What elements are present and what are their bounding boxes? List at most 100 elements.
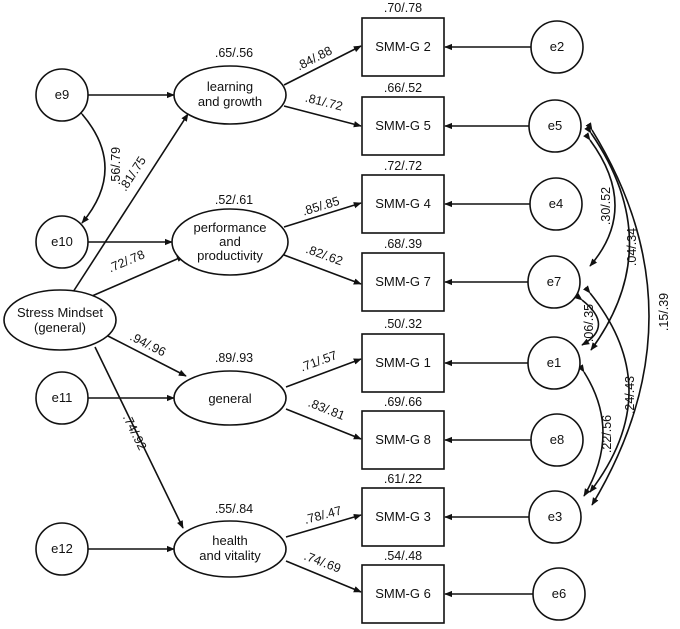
indicator-box-smm5 <box>361 96 445 156</box>
error-circle-e2 <box>530 20 584 74</box>
error-terms <box>35 20 586 621</box>
loading-stress-health: .74/.92 <box>120 412 149 453</box>
node-label-e12: e12 <box>51 541 73 556</box>
latent-ellipse-general <box>173 370 287 426</box>
error-circle-e7 <box>527 255 581 309</box>
cov-label-e5-e1: .04/.34 <box>625 228 639 266</box>
r2-smm2: .70/.78 <box>384 1 422 15</box>
structural-paths <box>72 113 189 529</box>
path-stress-performance <box>91 255 185 297</box>
indicator-box-smm3 <box>361 487 445 547</box>
node-label-smm1: SMM-G 1 <box>375 355 431 370</box>
cov-label-e5-e7: .30/.52 <box>599 187 613 225</box>
cov-label-e7-e3: .24/.43 <box>623 376 637 414</box>
error-circle-e1 <box>527 336 581 390</box>
path-performance-smm4 <box>283 202 362 228</box>
loading-paths <box>283 45 362 593</box>
path-stress-health <box>94 346 184 529</box>
loading-stress-general: .94/.96 <box>128 330 168 360</box>
loading-health-smm6: .74/.69 <box>302 549 343 576</box>
cov-label-e5-e3: .15/.39 <box>657 293 671 331</box>
indicator-box-smm6 <box>361 564 445 624</box>
error-circle-e9 <box>35 68 89 122</box>
indicator-box-smm8 <box>361 410 445 470</box>
node-label-e4: e4 <box>549 196 563 211</box>
error-circle-e10 <box>35 215 89 269</box>
error-circle-e11 <box>35 371 89 425</box>
latent-ellipse-health <box>173 520 287 578</box>
node-label-e6: e6 <box>552 586 566 601</box>
cov-label-e7-e1: .06/.35 <box>582 304 596 342</box>
covariance-arcs <box>74 106 650 506</box>
residual-paths-indicators <box>444 43 533 598</box>
path-general-smm8 <box>285 408 362 440</box>
node-label-e3: e3 <box>548 509 562 524</box>
node-label-smm6: SMM-G 6 <box>375 586 431 601</box>
r2-smm3: .61/.22 <box>384 472 422 486</box>
cov-e5-e3 <box>585 122 650 506</box>
node-label-smm2: SMM-G 2 <box>375 39 431 54</box>
error-circle-e12 <box>35 522 89 576</box>
path-learning-smm5 <box>283 105 362 128</box>
node-label-smm4: SMM-G 4 <box>375 196 431 211</box>
r2-health: .55/.84 <box>215 502 253 516</box>
r2-smm1: .50/.32 <box>384 317 422 331</box>
r-squared-labels: .65/.56 .52/.61 .89/.93 .55/.84 .70/.78 … <box>215 1 422 563</box>
cov-e5-e7 <box>583 132 616 267</box>
loading-learning-smm5: .81/.72 <box>304 91 345 114</box>
node-label-e2: e2 <box>550 39 564 54</box>
node-label-stress: Stress Mindset(general) <box>17 305 103 335</box>
path-learning-smm2 <box>283 45 362 86</box>
path-stress-learning <box>72 113 189 293</box>
node-label-e11: e11 <box>52 390 73 405</box>
node-label-e7: e7 <box>547 274 561 289</box>
cov-e9-e10 <box>74 106 106 224</box>
latent-ellipse-stress <box>3 289 117 351</box>
node-label-smm5: SMM-G 5 <box>375 118 431 133</box>
node-label-e8: e8 <box>550 432 564 447</box>
path-health-smm3 <box>285 513 362 538</box>
path-stress-general <box>105 334 187 377</box>
error-circle-e4 <box>529 177 583 231</box>
node-label-general: general <box>208 391 251 406</box>
r2-smm6: .54/.48 <box>384 549 422 563</box>
node-label-e1: e1 <box>547 355 561 370</box>
node-label-smm8: SMM-G 8 <box>375 432 431 447</box>
cov-e5-e1 <box>584 125 631 351</box>
r2-general: .89/.93 <box>215 351 253 365</box>
cov-label-e9-e10: .56/.79 <box>109 147 123 185</box>
loading-stress-performance: .72/.78 <box>106 247 147 275</box>
node-label-e9: e9 <box>55 87 69 102</box>
indicator-box-smm7 <box>361 252 445 312</box>
observed-indicators <box>361 17 445 624</box>
r2-performance: .52/.61 <box>215 193 253 207</box>
indicator-box-smm1 <box>361 333 445 393</box>
r2-smm4: .72/.72 <box>384 159 422 173</box>
node-label-smm3: SMM-G 3 <box>375 509 431 524</box>
error-circle-e5 <box>528 99 582 153</box>
cov-e7-e3 <box>582 285 630 493</box>
error-circle-e6 <box>532 567 586 621</box>
path-health-smm6 <box>285 560 362 593</box>
cov-e1-e3 <box>577 364 604 497</box>
latent-factors <box>3 65 289 578</box>
residual-paths-latent <box>88 91 175 553</box>
path-general-smm1 <box>285 358 362 388</box>
indicator-box-smm4 <box>361 174 445 234</box>
node-label-e5: e5 <box>548 118 562 133</box>
path-performance-smm7 <box>283 254 362 285</box>
node-label-smm7: SMM-G 7 <box>375 274 431 289</box>
loading-general-smm1: .71/.57 <box>298 348 339 374</box>
error-circle-e3 <box>528 490 582 544</box>
r2-smm8: .69/.66 <box>384 395 422 409</box>
loading-health-smm3: .78/.47 <box>303 503 344 526</box>
covariance-labels: .56/.79 .30/.52 .04/.34 .15/.39 .06/.35 … <box>109 147 671 453</box>
r2-learning: .65/.56 <box>215 46 253 60</box>
node-label-e10: e10 <box>51 234 73 249</box>
indicator-box-smm2 <box>361 17 445 77</box>
